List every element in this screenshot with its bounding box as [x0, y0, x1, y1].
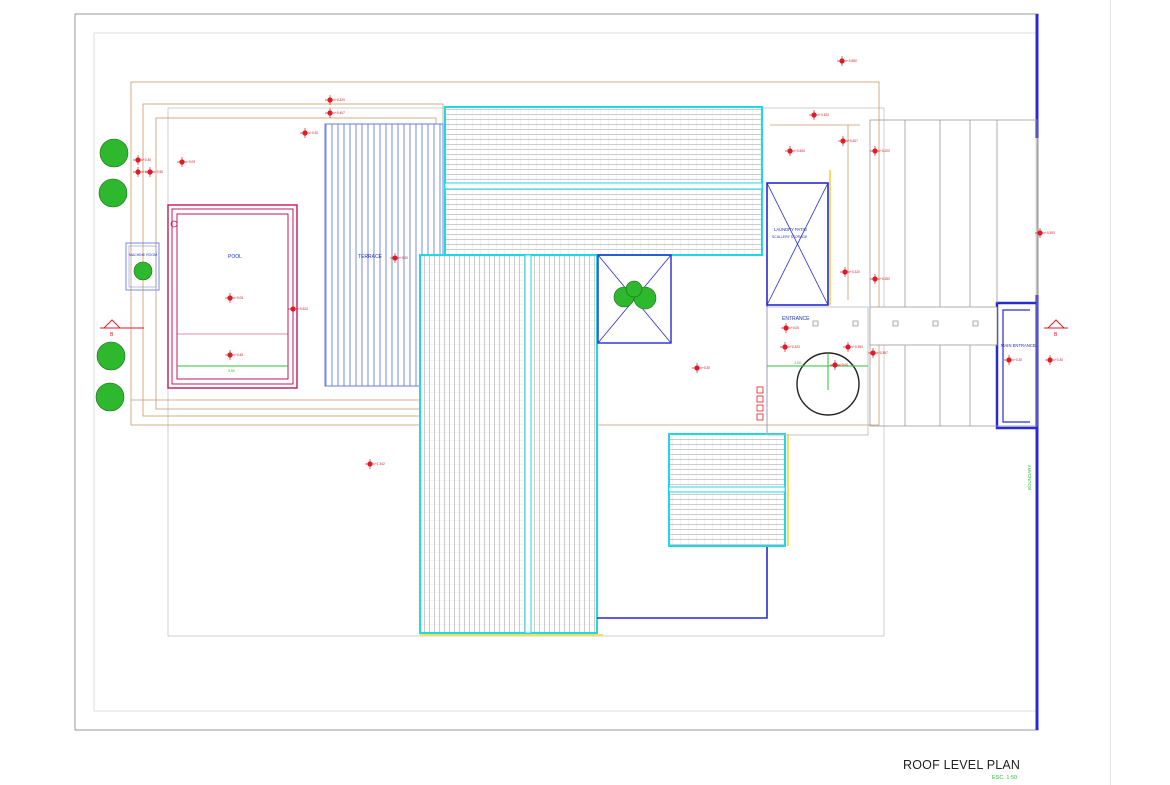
level-marker-icon: +0.320 — [325, 95, 345, 105]
level-markers: +0.550+0.320+0.407+0.30+0.40+0.09+0.50+0… — [133, 56, 1063, 469]
machine-room-label: MACHINE ROOM — [129, 253, 157, 257]
level-value: +0.30 — [1055, 358, 1063, 362]
level-value: +0.320 — [790, 345, 800, 349]
level-marker-icon: +0.30 — [1045, 355, 1063, 365]
level-value: +0.50 — [155, 170, 163, 174]
level-value: +0.520 — [298, 307, 308, 311]
level-marker-icon: +0.320 — [840, 267, 860, 277]
level-value: +0.00 — [840, 363, 848, 367]
level-marker-icon: +0.407 — [325, 108, 345, 118]
level-value: +0.550 — [795, 149, 805, 153]
level-marker-icon: +0.50 — [145, 167, 163, 177]
level-value: +0.09 — [187, 160, 195, 164]
level-marker-icon: +0.350 — [870, 274, 890, 284]
level-value: +0.550 — [847, 59, 857, 63]
level-marker-icon: +0.550 — [785, 146, 805, 156]
svg-text:B: B — [1054, 332, 1058, 338]
level-value: +0.30 — [310, 131, 318, 135]
boundary-wall — [995, 14, 1039, 730]
driveway — [770, 119, 1038, 427]
level-value: +0.30 — [1014, 358, 1022, 362]
level-marker-icon: +0.200 — [870, 146, 890, 156]
level-value: +0.367 — [878, 351, 888, 355]
page-edge — [1110, 0, 1111, 785]
entrance-area — [756, 306, 869, 436]
level-value: +0.30 — [702, 366, 710, 370]
level-marker-icon: +0.05 — [225, 293, 243, 303]
roof-lower — [668, 433, 789, 547]
laundry-patio — [766, 170, 831, 306]
level-value: +0.407 — [335, 111, 345, 115]
level-value: +1.342 — [375, 462, 385, 466]
level-marker-icon: +0.320 — [809, 110, 829, 120]
drawing-scale: ESC. 1:50 — [992, 775, 1018, 781]
level-value: +0.30 — [400, 256, 408, 260]
level-marker-icon: +0.300 — [1035, 228, 1055, 238]
level-marker-icon: +0.367 — [868, 348, 888, 358]
level-marker-icon: +0.550 — [837, 56, 857, 66]
level-marker-icon: +0.00 — [830, 360, 848, 370]
level-marker-icon: +0.350 — [843, 342, 863, 352]
pool — [167, 204, 298, 389]
level-value: +0.407 — [848, 139, 858, 143]
level-marker-icon: +0.30 — [692, 363, 710, 373]
level-value: +0.200 — [880, 149, 890, 153]
level-value: +0.40 — [143, 158, 151, 162]
section-marker-icon: B — [100, 319, 144, 338]
level-value: +0.320 — [143, 170, 153, 174]
pool-label: POOL — [228, 254, 242, 260]
level-value: +0.00 — [791, 326, 799, 330]
level-value: +0.350 — [853, 345, 863, 349]
level-marker-icon: +0.30 — [1004, 355, 1022, 365]
entrance-label: ENTRANCE — [782, 316, 810, 322]
level-value: +0.300 — [1045, 231, 1055, 235]
laundry-patio-label: LAUNDRY PATIO — [774, 227, 808, 232]
level-marker-icon: +0.320 — [133, 167, 153, 177]
main-entrance-label: MAIN ENTRANCE — [1001, 343, 1036, 348]
circle-dimension: 3.00 — [794, 361, 801, 365]
level-marker-icon: +0.09 — [177, 157, 195, 167]
drawing-title: ROOF LEVEL PLAN — [903, 758, 1021, 772]
level-marker-icon: +0.00 — [781, 323, 799, 333]
level-marker-icon: +0.520 — [288, 304, 308, 314]
level-value: +0.350 — [880, 277, 890, 281]
level-marker-icon: +0.30 — [300, 128, 318, 138]
roof-vertical — [419, 254, 603, 636]
pool-dimension: 3.50 — [228, 369, 235, 373]
boundary-label: BOUNDARY — [1027, 465, 1032, 490]
level-value: +0.320 — [850, 270, 860, 274]
roof-upper — [444, 106, 763, 256]
level-value: +0.05 — [235, 296, 243, 300]
level-value: +0.45 — [235, 353, 243, 357]
storage-label: SCULLERY STORAGE — [772, 235, 808, 239]
svg-text:B: B — [110, 332, 114, 338]
terrace-label: TERRACE — [358, 254, 383, 260]
level-marker-icon: +0.30 — [390, 253, 408, 263]
level-marker-icon: +0.320 — [780, 342, 800, 352]
level-marker-icon: +0.40 — [133, 155, 151, 165]
level-marker-icon: +1.342 — [365, 459, 385, 469]
level-value: +0.320 — [819, 113, 829, 117]
level-marker-icon: +0.45 — [225, 350, 243, 360]
section-marker-icon: B — [1044, 319, 1068, 338]
machine-room — [125, 242, 160, 291]
level-marker-icon: +0.407 — [838, 136, 858, 146]
level-value: +0.320 — [335, 98, 345, 102]
tree-icon — [95, 138, 657, 412]
